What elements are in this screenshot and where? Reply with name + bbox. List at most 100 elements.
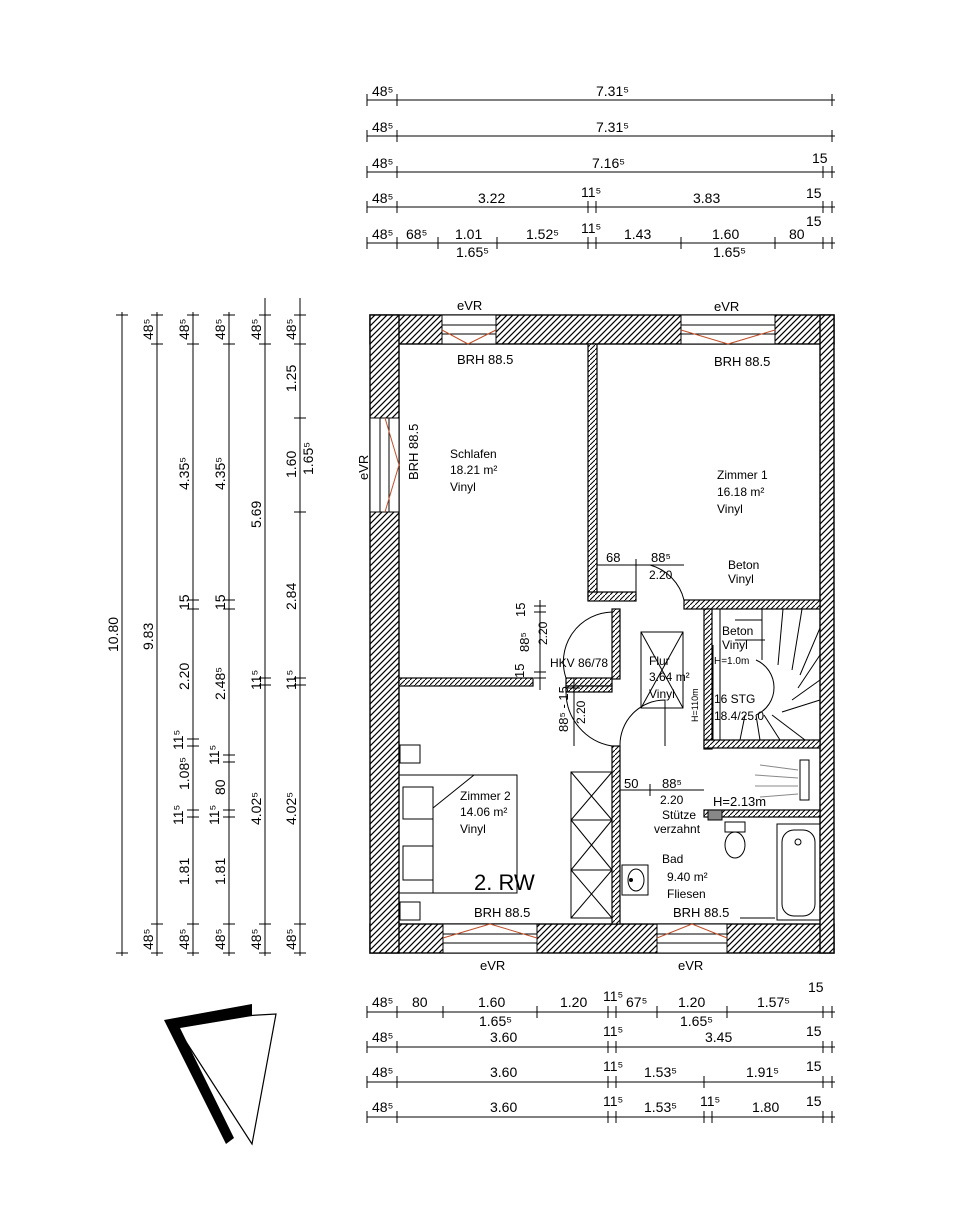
- door-zimmer1: [635, 564, 650, 600]
- dim-label: 11⁵: [206, 805, 222, 825]
- dim-label: 68⁵: [406, 226, 427, 242]
- dim-label: 7.16⁵: [592, 155, 625, 171]
- wall-interior: [703, 608, 713, 750]
- door-dim: 50: [624, 776, 638, 791]
- dimension-row: 48⁵ 3.60 11⁵ 1.53⁵ 11⁵ 1.80 15: [366, 1093, 835, 1123]
- room-floor: Vinyl: [649, 687, 675, 701]
- dim-label: 1.20: [678, 994, 705, 1010]
- dim-label: 48⁵: [283, 929, 299, 950]
- wall-interior: [565, 685, 613, 693]
- bath-height-label: H=2.13m: [713, 794, 766, 809]
- stair-height-label: H=1.0m: [714, 656, 749, 667]
- unit-label: 2. RW: [474, 870, 535, 895]
- dim-label: 3.60: [490, 1064, 517, 1080]
- door-swing: [562, 611, 613, 679]
- dim-label: 11⁵: [581, 220, 601, 236]
- room-area: 3.64 m²: [649, 670, 690, 684]
- dimension-row: 48⁵ 3.60 11⁵ 1.53⁵ 1.91⁵ 15: [366, 1058, 835, 1088]
- dim-label: 11⁵: [248, 670, 264, 690]
- dim-label: 48⁵: [176, 319, 192, 340]
- door-swing: [565, 691, 613, 747]
- shower-icon: [754, 759, 810, 801]
- wardrobe: [570, 771, 613, 919]
- hkv-label: HKV 86/78: [550, 656, 608, 670]
- dim-label: 1.91⁵: [746, 1064, 779, 1080]
- door-dim: 88⁵ - 15: [556, 686, 571, 732]
- dim-label: 1.25: [283, 365, 299, 392]
- dim-label: 7.31⁵: [596, 119, 629, 135]
- window-south-2: [656, 923, 728, 954]
- dim-label: 1.81: [212, 858, 228, 885]
- dim-label: 48⁵: [176, 929, 192, 950]
- dim-label: 15: [808, 979, 824, 995]
- dim-label: 48⁵: [283, 319, 299, 340]
- dim-label: 48⁵: [372, 119, 393, 135]
- dim-label: 1.53⁵: [644, 1064, 677, 1080]
- dimension-row: 48⁵ 68⁵ 1.01 1.52⁵ 11⁵ 1.43 1.60 80 15 1…: [366, 213, 835, 260]
- dim-label: 48⁵: [372, 83, 393, 99]
- dim-label: 11⁵: [170, 730, 186, 750]
- dim-label: 48⁵: [248, 929, 264, 950]
- dim-label: 3.60: [490, 1099, 517, 1115]
- bathtub-icon: [776, 823, 821, 921]
- dim-label: 48⁵: [212, 319, 228, 340]
- room-name: Zimmer 2: [460, 789, 511, 803]
- room-name: Zimmer 1: [717, 468, 768, 482]
- wall-west: [369, 314, 400, 954]
- dim-label: 4.35⁵: [176, 457, 192, 490]
- dim-sub-label: 1.65⁵: [456, 244, 489, 260]
- dim-label: 15: [806, 185, 822, 201]
- dim-label: 11⁵: [170, 805, 186, 825]
- room-name: Flur: [649, 654, 670, 668]
- wall-east: [819, 314, 835, 954]
- wall-interior: [703, 739, 821, 749]
- dim-sub-label: 1.65⁵: [300, 442, 316, 475]
- dim-label: 80: [412, 994, 428, 1010]
- wall-interior: [565, 677, 613, 687]
- dim-label: 1.52⁵: [526, 226, 559, 242]
- dim-label: 7.31⁵: [596, 83, 629, 99]
- dim-label: 11⁵: [283, 670, 299, 690]
- dim-label: 80: [789, 226, 805, 242]
- dim-label: 4.02⁵: [248, 792, 264, 825]
- dim-label: 11⁵: [581, 184, 601, 200]
- room-area: 18.21 m²: [450, 463, 497, 477]
- dim-label: 48⁵: [372, 190, 393, 206]
- evr-label: eVR: [678, 958, 703, 973]
- inner-dimension-markers: [534, 559, 714, 796]
- door-dim: 2.20: [574, 700, 588, 724]
- evr-label: eVR: [714, 299, 739, 314]
- wall-south: [369, 923, 835, 954]
- door-dim: 88⁵: [517, 632, 532, 652]
- dimension-row: 48⁵ 7.31⁵: [366, 83, 835, 106]
- door-dim: 15: [512, 664, 527, 678]
- door-dim: 2.20: [660, 793, 684, 807]
- room-name: Schlafen: [450, 447, 497, 461]
- vinyl-label: Vinyl: [728, 572, 754, 586]
- dim-label: 3.83: [693, 190, 720, 206]
- column: [707, 809, 723, 821]
- window-west: [369, 417, 400, 513]
- dimension-row: 48⁵ 7.31⁵: [366, 119, 835, 142]
- column-label: Stütze: [662, 808, 696, 822]
- room-floor: Vinyl: [717, 502, 743, 516]
- north-arrow-icon: [164, 1004, 277, 1146]
- wall-interior: [611, 608, 621, 680]
- dimension-row: 48⁵ 80 1.60 1.20 11⁵ 67⁵ 1.20 1.57⁵ 15 1…: [366, 979, 835, 1029]
- dim-label: 4.35⁵: [212, 457, 228, 490]
- dim-label: 11⁵: [700, 1093, 720, 1109]
- dim-label: 11⁵: [603, 1023, 623, 1039]
- staircase: [640, 608, 821, 741]
- room-area: 14.06 m²: [460, 805, 507, 819]
- room-name: Bad: [662, 852, 683, 866]
- room-floor: Vinyl: [460, 822, 486, 836]
- dim-label: 15: [176, 594, 192, 610]
- dimension-row: 48⁵ 7.16⁵ 15: [366, 150, 835, 178]
- door-dim: 15: [513, 603, 528, 617]
- dim-label: 48⁵: [372, 155, 393, 171]
- window-north-2: [680, 314, 776, 345]
- door-dim: 2.20: [536, 621, 550, 645]
- evr-label: eVR: [480, 958, 505, 973]
- dim-label: 10.80: [105, 617, 121, 652]
- room-flur: Flur 3.64 m² Vinyl: [649, 654, 690, 701]
